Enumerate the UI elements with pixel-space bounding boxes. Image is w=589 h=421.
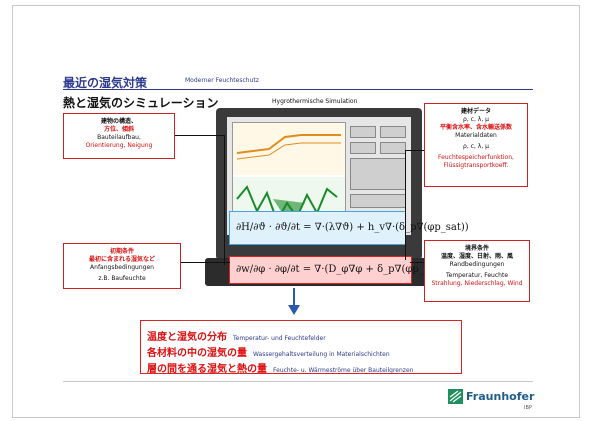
result-jp: 層の間を通る湿気と熱の量 xyxy=(147,364,267,375)
box-label: 最初に含まれる湿気など xyxy=(88,256,155,263)
connector-line xyxy=(174,135,224,136)
box-label: 境界条件 xyxy=(464,245,489,252)
box-label: 建材データ xyxy=(460,108,491,115)
panel-button[interactable] xyxy=(350,126,376,138)
connector-line xyxy=(410,262,430,263)
subtitle-de: Hygrothermische Simulation xyxy=(272,98,358,105)
box-label: Flüssigtransportkoeff. xyxy=(443,162,509,169)
heat-equation-box: ∂H/∂ϑ · ∂ϑ/∂t = ∇·(λ∇ϑ) + h_v∇·(δ_p∇(φp_… xyxy=(229,211,469,245)
panel-button[interactable] xyxy=(350,142,376,154)
connector-line xyxy=(405,150,406,260)
box-label: ρ, c, λ, μ xyxy=(463,143,489,150)
building-structure-box: 建物の構造、 方位、傾斜 Bauteilaufbau, Orientierung… xyxy=(63,113,175,159)
box-label: 方位、傾斜 xyxy=(103,126,134,133)
result-row: 層の間を通る湿気と熱の量 Feuchte- u. Wärmeströme über… xyxy=(147,357,413,376)
footer-divider xyxy=(63,381,533,382)
boundary-conditions-box: 境界条件 温度、湿度、日射、雨、風 Randbedingungen Temper… xyxy=(424,240,530,302)
subtitle-jp: 熱と湿気のシミュレーション xyxy=(63,96,219,110)
result-de: Temperatur- und Feuchtefelder xyxy=(233,335,326,342)
box-label: ρ, c, λ, μ xyxy=(463,116,489,123)
logo-subtext: IBP xyxy=(524,405,532,411)
material-data-box: 建材データ ρ, c, λ, μ 平衡含水率、含水輸送係数 Materialda… xyxy=(424,103,528,187)
box-label: 初期条件 xyxy=(109,248,134,255)
box-label: 温度、湿度、日射、雨、風 xyxy=(440,253,513,260)
result-de: Wassergehaltsverteilung in Materialschic… xyxy=(253,351,390,358)
panel-button[interactable] xyxy=(380,142,406,154)
box-label: Orientierung, Neigung xyxy=(85,142,153,149)
moisture-equation: ∂w/∂φ · ∂φ/∂t = ∇·(D_φ∇φ + δ_p∇(φp_sat)) xyxy=(236,264,447,275)
connector-line xyxy=(224,135,225,265)
slide-title-de: Moderner Feuchteschutz xyxy=(185,77,259,84)
initial-conditions-box: 初期条件 最初に含まれる湿気など Anfangsbedingungen z.B.… xyxy=(63,243,181,289)
title-divider xyxy=(63,89,533,90)
result-row: 温度と湿気の分布 Temperatur- und Feuchtefelder xyxy=(147,325,326,344)
box-label: Temperatur, Feuchte xyxy=(445,272,509,279)
heat-equation: ∂H/∂ϑ · ∂ϑ/∂t = ∇·(λ∇ϑ) + h_v∇·(δ_p∇(φp_… xyxy=(236,222,469,233)
connector-line xyxy=(180,262,230,263)
panel-slider[interactable] xyxy=(350,194,406,208)
result-de: Feuchte- u. Wärmeströme über Bauteilgren… xyxy=(273,367,414,374)
logo-text: Fraunhofer xyxy=(466,390,535,403)
box-label: 建物の構造、 xyxy=(100,118,137,125)
box-label: Anfangsbedingungen xyxy=(90,264,154,271)
result-jp: 温度と湿気の分布 xyxy=(147,332,227,343)
box-label: Bauteilaufbau, xyxy=(97,134,141,141)
results-box: 温度と湿気の分布 Temperatur- und Feuchtefelder 各材… xyxy=(140,320,462,376)
fraunhofer-logo-icon xyxy=(448,389,463,404)
box-label: Strahlung, Niederschlag, Wind xyxy=(431,280,523,287)
panel-button[interactable] xyxy=(380,126,406,138)
box-label: Feuchtespeicherfunktion, xyxy=(438,154,514,161)
slide-title-jp: 最近の湿気対策 xyxy=(63,76,148,90)
box-label: Materialdaten xyxy=(455,132,497,139)
box-label: z.B. Baufeuchte xyxy=(98,275,146,282)
connector-line xyxy=(405,150,425,151)
result-jp: 各材料の中の湿気の量 xyxy=(147,348,247,359)
box-label: 平衡含水率、含水輸送係数 xyxy=(439,124,512,131)
down-arrow-shaft xyxy=(293,288,295,308)
moisture-equation-box: ∂w/∂φ · ∂φ/∂t = ∇·(D_φ∇φ + δ_p∇(φp_sat)) xyxy=(229,256,447,284)
panel-gauge xyxy=(350,158,406,190)
down-arrow-icon xyxy=(288,305,300,315)
box-label: Randbedingungen xyxy=(449,261,505,268)
result-row: 各材料の中の湿気の量 Wassergehaltsverteilung in Mat… xyxy=(147,341,390,360)
